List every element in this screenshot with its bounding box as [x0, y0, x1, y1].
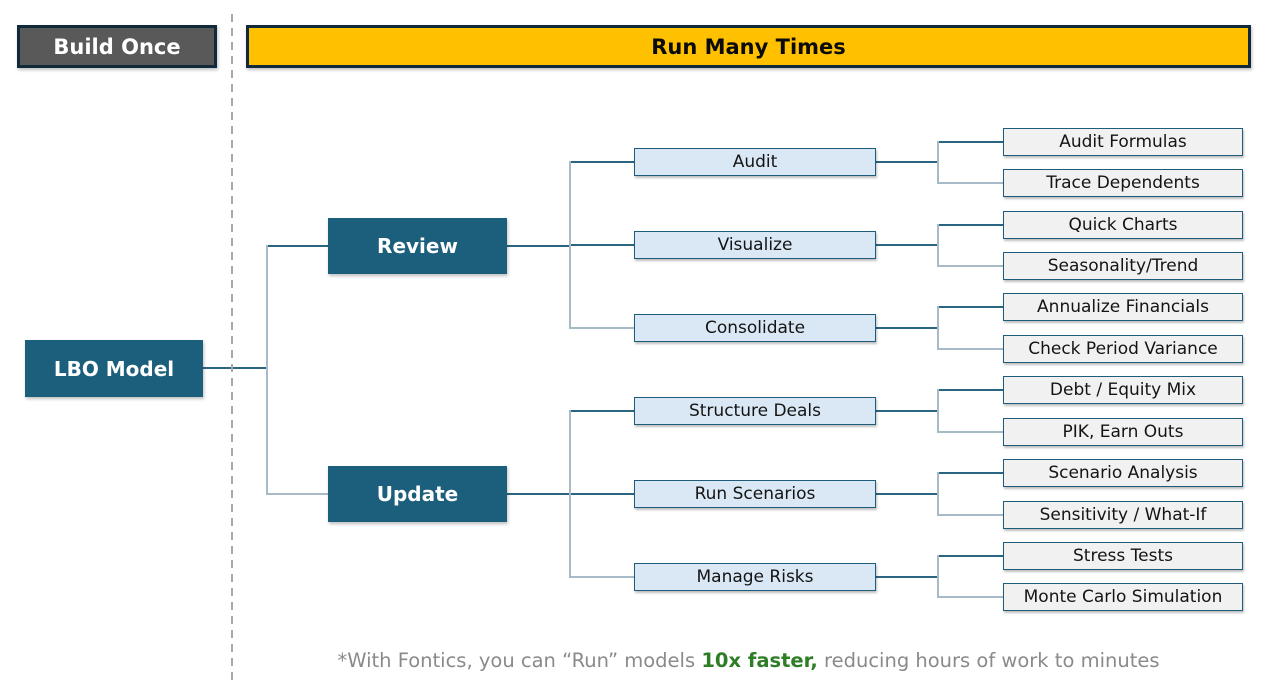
run-many-times-label: Run Many Times — [651, 34, 846, 59]
leaf-annualize-financials-label: Annualize Financials — [1037, 297, 1209, 317]
leaf-annualize-financials: Annualize Financials — [1003, 293, 1243, 321]
connector-line — [937, 555, 939, 598]
connector-line — [937, 472, 939, 516]
node-visualize-label: Visualize — [717, 235, 793, 255]
connector-line — [937, 389, 939, 433]
leaf-stress-tests: Stress Tests — [1003, 542, 1243, 570]
connector-line — [876, 493, 938, 495]
connector-line — [571, 493, 634, 495]
connector-line — [876, 410, 938, 412]
node-audit: Audit — [634, 148, 876, 176]
node-review-label: Review — [377, 234, 458, 258]
leaf-audit-formulas: Audit Formulas — [1003, 128, 1243, 156]
node-manage-risks: Manage Risks — [634, 563, 876, 591]
connector-line — [937, 306, 939, 350]
connector-line — [876, 576, 938, 578]
footnote-suffix: reducing hours of work to minutes — [817, 649, 1160, 672]
connector-line — [939, 265, 1003, 267]
connector-line — [268, 245, 328, 247]
node-structure-deals: Structure Deals — [634, 397, 876, 425]
node-update: Update — [328, 466, 507, 522]
connector-line — [939, 182, 1003, 184]
leaf-quick-charts: Quick Charts — [1003, 211, 1243, 239]
connector-line — [939, 514, 1003, 516]
connector-line — [569, 161, 571, 329]
connector-line — [571, 327, 634, 329]
leaf-check-period-variance: Check Period Variance — [1003, 335, 1243, 363]
leaf-seasonality-trend: Seasonality/Trend — [1003, 252, 1243, 280]
leaf-debt-equity-mix-label: Debt / Equity Mix — [1049, 380, 1197, 400]
connector-line — [876, 327, 938, 329]
leaf-sensitivity-what-if-label: Sensitivity / What-If — [1039, 505, 1207, 525]
connector-line — [268, 493, 328, 495]
connector-line — [939, 389, 1003, 391]
node-review: Review — [328, 218, 507, 274]
leaf-scenario-analysis-label: Scenario Analysis — [1048, 463, 1198, 483]
node-lbo-model-label: LBO Model — [53, 356, 175, 381]
connector-line — [571, 244, 634, 246]
leaf-seasonality-trend-label: Seasonality/Trend — [1047, 256, 1199, 276]
leaf-stress-tests-label: Stress Tests — [1073, 546, 1173, 566]
connector-line — [571, 161, 634, 163]
connector-line — [937, 224, 939, 267]
connector-line — [203, 367, 267, 369]
leaf-pik-earn-outs-label: PIK, Earn Outs — [1062, 422, 1184, 442]
connector-line — [939, 141, 1003, 143]
connector-line — [571, 576, 634, 578]
leaf-monte-carlo-simulation: Monte Carlo Simulation — [1003, 583, 1243, 611]
section-divider-dashed-line — [231, 14, 233, 680]
connector-line — [876, 244, 938, 246]
leaf-sensitivity-what-if: Sensitivity / What-If — [1003, 501, 1243, 529]
footnote-highlight: 10x faster, — [701, 649, 818, 672]
leaf-debt-equity-mix: Debt / Equity Mix — [1003, 376, 1243, 404]
leaf-trace-dependents: Trace Dependents — [1003, 169, 1243, 197]
leaf-check-period-variance-label: Check Period Variance — [1028, 339, 1218, 359]
leaf-quick-charts-label: Quick Charts — [1068, 215, 1178, 235]
node-consolidate: Consolidate — [634, 314, 876, 342]
node-run-scenarios: Run Scenarios — [634, 480, 876, 508]
node-run-scenarios-label: Run Scenarios — [694, 484, 816, 504]
connector-line — [571, 410, 634, 412]
leaf-audit-formulas-label: Audit Formulas — [1059, 132, 1187, 152]
connector-line — [939, 348, 1003, 350]
connector-line — [939, 555, 1003, 557]
leaf-monte-carlo-simulation-label: Monte Carlo Simulation — [1023, 587, 1223, 607]
node-visualize: Visualize — [634, 231, 876, 259]
connector-line — [507, 493, 570, 495]
node-lbo-model: LBO Model — [25, 340, 203, 397]
footnote-prefix: *With Fontics, you can “Run” models — [337, 649, 702, 672]
build-once-label: Build Once — [53, 34, 181, 59]
connector-line — [939, 224, 1003, 226]
connector-line — [939, 431, 1003, 433]
node-manage-risks-label: Manage Risks — [696, 567, 814, 587]
footnote: *With Fontics, you can “Run” models 10x … — [246, 649, 1251, 672]
connector-line — [569, 410, 571, 578]
connector-line — [937, 141, 939, 184]
connector-line — [939, 596, 1003, 598]
connector-line — [939, 472, 1003, 474]
run-many-times-banner: Run Many Times — [246, 25, 1251, 68]
connector-line — [876, 161, 938, 163]
node-update-label: Update — [376, 482, 459, 506]
leaf-scenario-analysis: Scenario Analysis — [1003, 459, 1243, 487]
leaf-trace-dependents-label: Trace Dependents — [1046, 173, 1200, 193]
connector-line — [507, 245, 570, 247]
node-structure-deals-label: Structure Deals — [688, 401, 822, 421]
leaf-pik-earn-outs: PIK, Earn Outs — [1003, 418, 1243, 446]
connector-line — [939, 306, 1003, 308]
node-consolidate-label: Consolidate — [704, 318, 806, 338]
node-audit-label: Audit — [732, 152, 778, 172]
connector-line — [266, 245, 268, 495]
build-once-banner: Build Once — [17, 25, 217, 68]
